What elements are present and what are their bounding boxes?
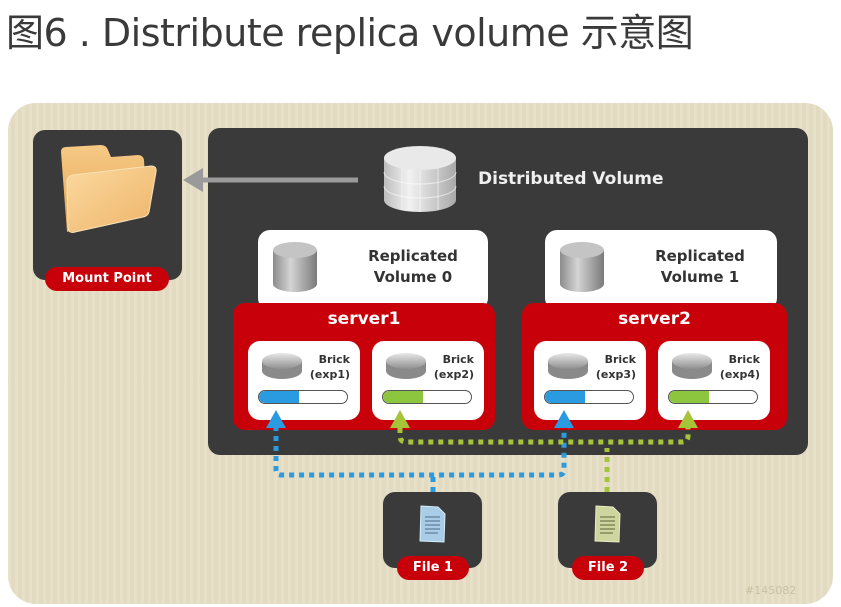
replicated-volume-0: Replicated Volume 0	[258, 230, 488, 310]
database-icon	[273, 242, 317, 292]
page-title: 图6 . Distribute replica volume 示意图	[6, 11, 694, 55]
brick-exp4: Brick (exp4)	[658, 341, 770, 420]
replicated-volume-0-title: Replicated	[368, 247, 458, 265]
mount-point-label: Mount Point	[45, 267, 169, 291]
distributed-volume-label: Distributed Volume	[478, 169, 664, 189]
brick-id: (exp1)	[309, 368, 350, 381]
brick-usage-fill	[669, 391, 709, 403]
file1-box	[383, 492, 482, 568]
brick-label: Brick	[318, 353, 350, 366]
database-icon	[560, 242, 604, 292]
replicated-volume-1: Replicated Volume 1	[545, 230, 777, 310]
disk-icon	[548, 353, 588, 379]
brick-usage-bar	[668, 390, 758, 404]
arrow-to-exp2	[390, 410, 410, 428]
file2-label: File 2	[572, 556, 644, 580]
arrow-to-exp3	[554, 410, 574, 428]
brick-usage-fill	[383, 391, 423, 403]
brick-id: (exp2)	[433, 368, 474, 381]
file-icon	[419, 505, 446, 543]
file2-box	[558, 492, 657, 568]
brick-id: (exp3)	[595, 368, 636, 381]
file1-path	[273, 426, 567, 492]
figure-id-watermark: #145082	[745, 584, 797, 597]
disk-icon	[386, 353, 426, 379]
file2-path	[397, 428, 691, 492]
replicated-volume-0-name: Volume 0	[373, 268, 453, 286]
brick-usage-fill	[545, 391, 585, 403]
disk-icon	[262, 353, 302, 379]
brick-exp1: Brick (exp1)	[248, 341, 360, 420]
server1-label: server1	[327, 309, 401, 329]
brick-label: Brick	[604, 353, 636, 366]
brick-usage-bar	[382, 390, 472, 404]
folder-icon	[61, 145, 157, 233]
replicated-volume-1-title: Replicated	[655, 247, 745, 265]
mount-point-box	[33, 130, 182, 280]
file1-label: File 1	[397, 556, 469, 580]
server2-label: server2	[618, 309, 691, 329]
database-icon	[383, 146, 457, 212]
replicated-volume-1-name: Volume 1	[660, 268, 740, 286]
brick-id: (exp4)	[719, 368, 760, 381]
brick-usage-bar	[544, 390, 634, 404]
brick-label: Brick	[728, 353, 760, 366]
server2-box: server2 Brick (exp3) Brick (exp4)	[522, 303, 787, 430]
arrow-to-exp4	[678, 410, 698, 428]
brick-usage-fill	[259, 391, 299, 403]
server1-box: server1 Brick (exp1) Brick (exp2)	[233, 303, 495, 430]
brick-exp3: Brick (exp3)	[534, 341, 646, 420]
brick-label: Brick	[442, 353, 474, 366]
file-icon	[594, 505, 621, 543]
brick-exp2: Brick (exp2)	[372, 341, 484, 420]
arrow-to-exp1	[266, 410, 286, 428]
disk-icon	[672, 353, 712, 379]
mount-arrow-head	[183, 168, 203, 192]
brick-usage-bar	[258, 390, 348, 404]
